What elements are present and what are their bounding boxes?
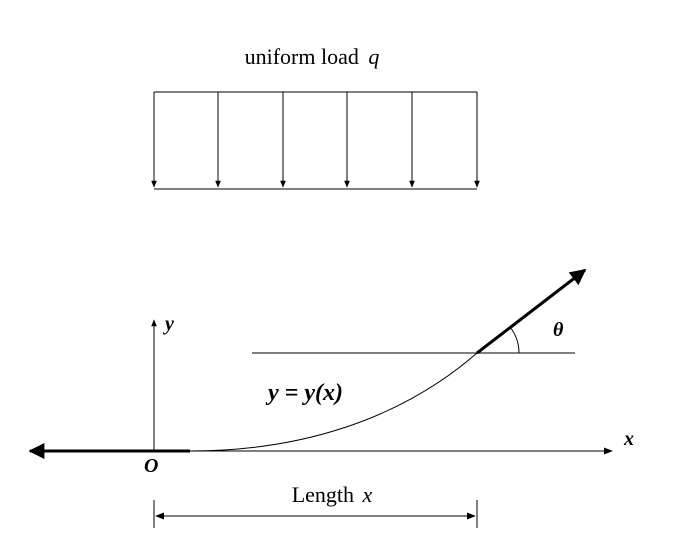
length-label: Length (292, 482, 354, 507)
length-label-group: Length x (292, 482, 373, 507)
y-axis-label: y (163, 313, 174, 335)
load-label: uniform load (245, 44, 359, 69)
x-axis-label: x (623, 428, 634, 450)
distributed-load (151, 91, 480, 190)
tip-force-arrow (476, 268, 587, 355)
load-symbol: q (368, 44, 379, 69)
curve-label: y = y(x) (265, 380, 343, 406)
load-title: uniform load q (245, 44, 380, 69)
length-dimension (153, 500, 478, 528)
angle-arc (509, 326, 520, 354)
angle-label: θ (553, 319, 564, 341)
origin-label: O (144, 455, 158, 477)
length-symbol: x (362, 482, 373, 507)
deflection-curve (189, 352, 478, 452)
